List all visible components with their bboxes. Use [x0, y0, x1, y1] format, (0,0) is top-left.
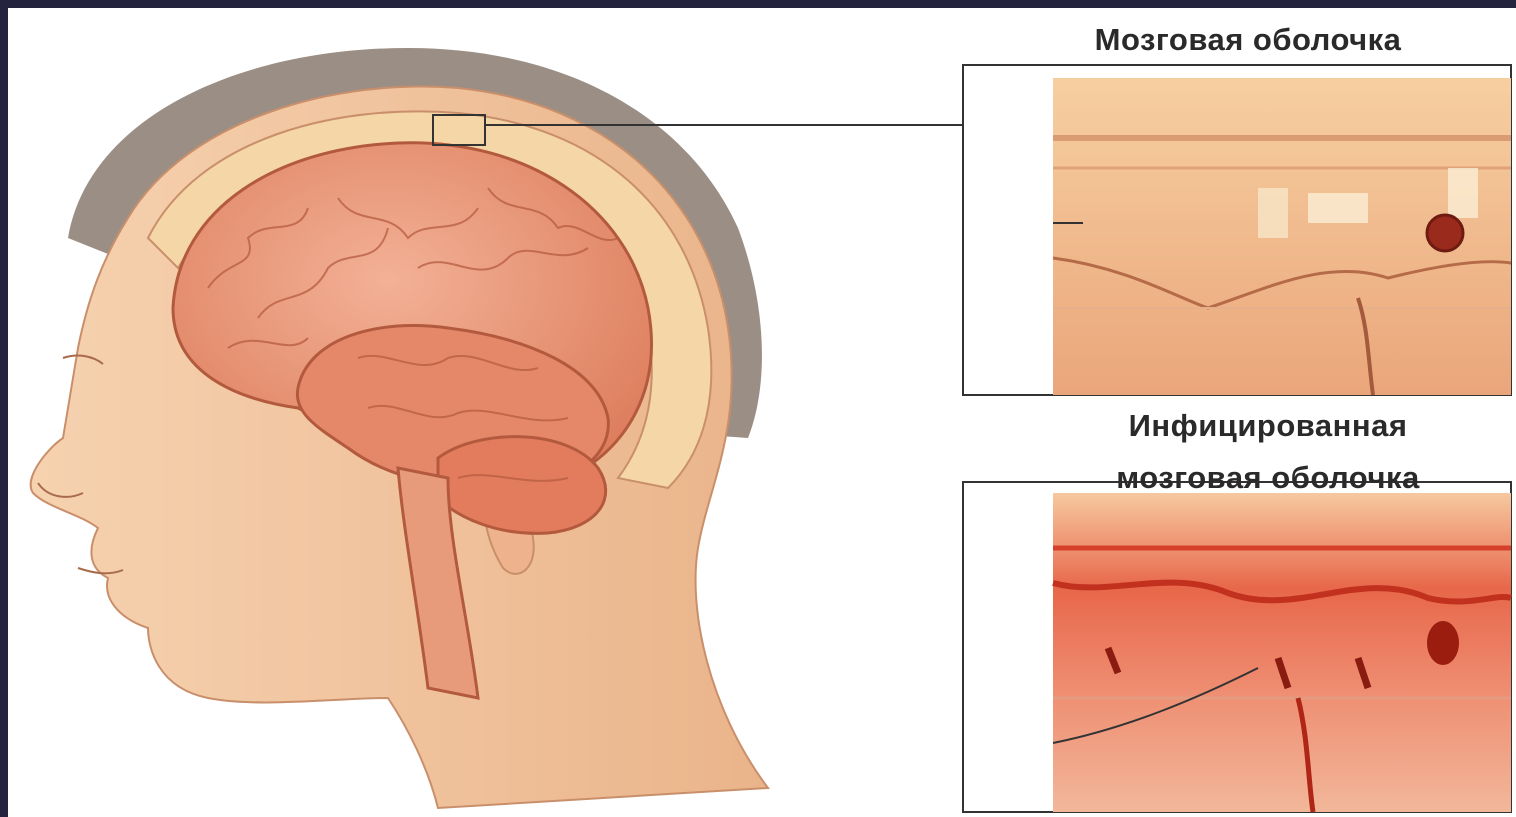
- illustration-frame: Мозговая оболочка Инфицированная мозгова…: [8, 8, 1516, 817]
- head-profile: [31, 48, 768, 808]
- normal-meninges-block: [1053, 78, 1511, 395]
- infected-meninges-label: Инфицированная мозговая оболочка: [1048, 400, 1488, 504]
- infected-meninges-block: [1053, 493, 1511, 812]
- infected-meninges-panel: [963, 482, 1511, 812]
- normal-meninges-panel: [963, 65, 1511, 395]
- infected-label-line2: мозговая оболочка: [1116, 460, 1419, 495]
- normal-meninges-label: Мозговая оболочка: [1038, 22, 1458, 58]
- infected-label-line1: Инфицированная: [1129, 408, 1408, 443]
